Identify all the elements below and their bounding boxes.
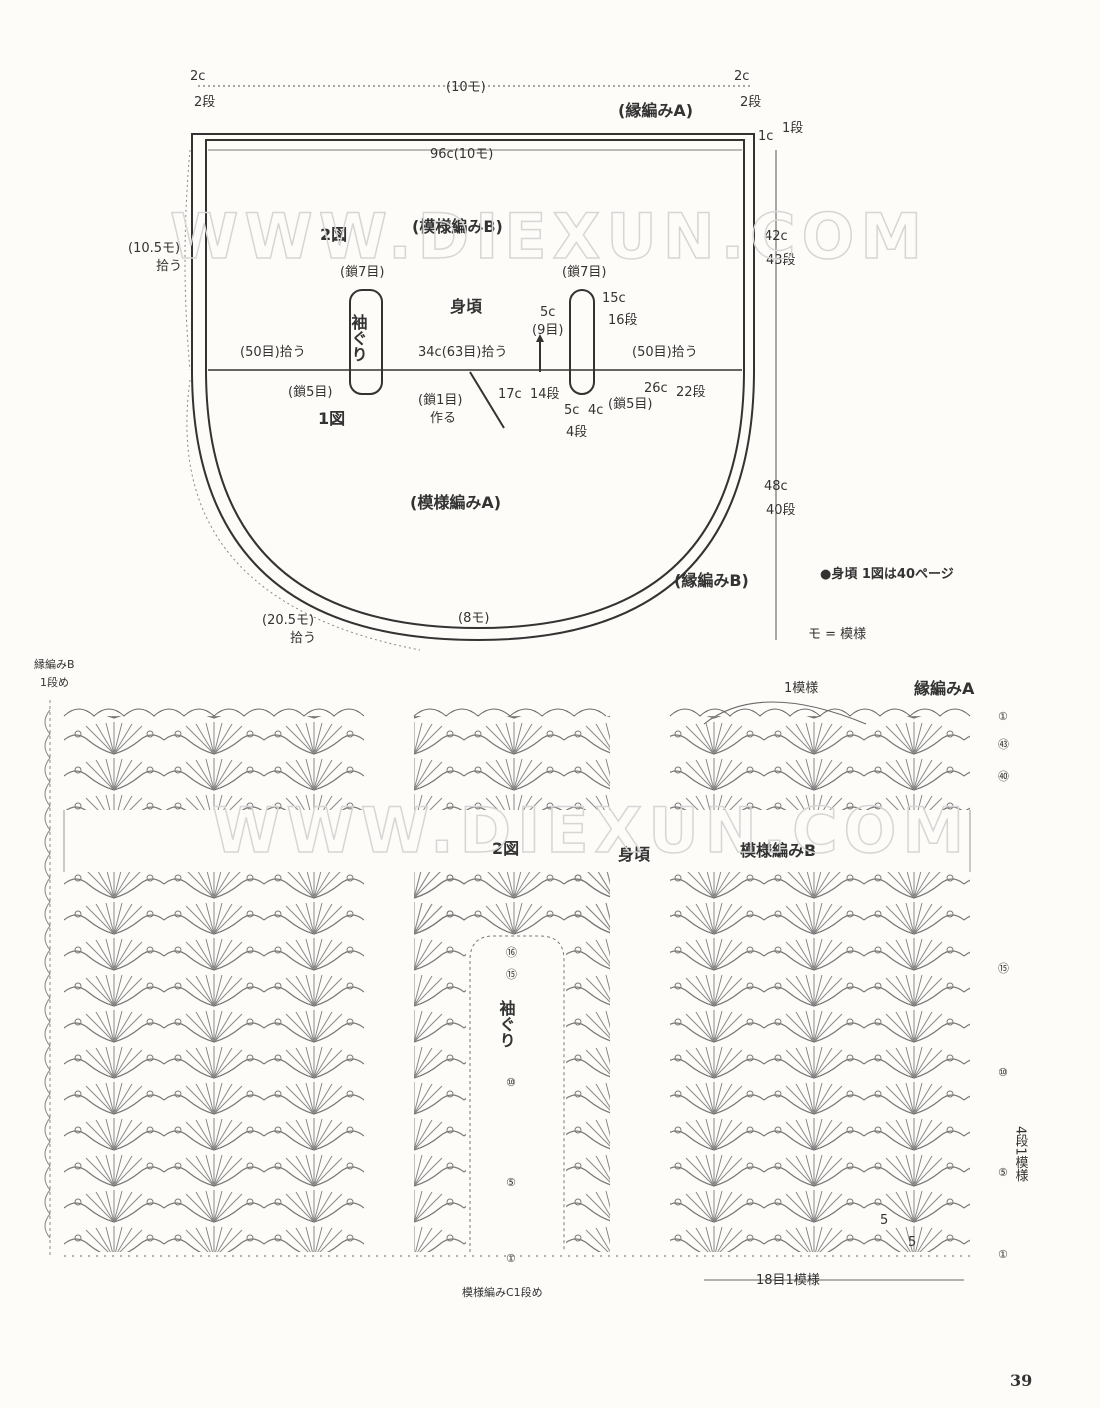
row-marker-1-top: ① bbox=[998, 710, 1008, 723]
dim-5c-b: 5c bbox=[564, 403, 579, 418]
diagram-1-label: 1図 bbox=[318, 409, 345, 428]
left-corner-label: 2c bbox=[190, 69, 205, 84]
row-marker-5: ⑤ bbox=[998, 1166, 1008, 1179]
right-side-pick: (50目)拾う bbox=[632, 345, 698, 360]
row-marker-43: ㊸ bbox=[998, 738, 1009, 751]
chart-pattern-b: 模様編みB bbox=[740, 841, 816, 860]
upper-band-center bbox=[414, 716, 610, 810]
body-outline-inner bbox=[205, 139, 745, 630]
dim-16: 16段 bbox=[608, 313, 638, 328]
chart-diagram-2: 2図 bbox=[492, 839, 519, 858]
up-arrow-head bbox=[536, 334, 544, 342]
diagram-2-label: 2図 bbox=[320, 225, 347, 244]
dim-43: 43段 bbox=[766, 253, 796, 268]
chart-armhole-label: 袖ぐり bbox=[497, 999, 516, 1048]
center-pick: 34c(63目)拾う bbox=[418, 345, 507, 360]
watermark-middle: WWW.DIEXUN.COM bbox=[212, 794, 970, 867]
row-marker-15: ⑮ bbox=[998, 962, 1009, 975]
schematic: (10モ) 2c 2段 2c 2段 (縁編みA) 96c(10モ) 1c 1段 … bbox=[128, 69, 954, 651]
body-label: 身頃 bbox=[450, 297, 483, 316]
dim-40: 40段 bbox=[766, 503, 796, 518]
chain5-right: (鎖5目) bbox=[608, 396, 652, 412]
one-repeat-label: 1模様 bbox=[784, 681, 818, 696]
page-number: 39 bbox=[1010, 1371, 1032, 1390]
border-b-chart-label: 縁編みB bbox=[34, 657, 75, 671]
armhole-row-5: ⑤ bbox=[506, 1176, 516, 1189]
border-a-title: 縁編みA bbox=[914, 679, 975, 698]
row-marker-40: ㊵ bbox=[998, 770, 1009, 783]
dim-4c: 4c bbox=[588, 403, 603, 418]
four-rows-repeat: 4段1模様 bbox=[1013, 1126, 1029, 1182]
left-pickup-word: 拾う bbox=[156, 259, 182, 274]
right-corner-rows: 2段 bbox=[740, 95, 761, 110]
make-label: 作る bbox=[430, 411, 456, 426]
armhole-row-16: ⑯ bbox=[506, 946, 517, 959]
armhole-row-10: ⑩ bbox=[506, 1076, 516, 1089]
row-marker-1-bottom: ① bbox=[998, 1248, 1008, 1261]
armhole-row-15: ⑮ bbox=[506, 968, 517, 981]
stitch-chart: 縁編みB 1段め 1模様 縁編みA 2図 身頃 模様編みB 袖ぐり ⑯ ⑮ ⑩ … bbox=[34, 657, 1028, 1299]
eighteen-repeat: 18目1模様 bbox=[756, 1273, 820, 1288]
lower-body-center-right bbox=[566, 872, 610, 1252]
right-armhole bbox=[569, 289, 595, 395]
border-b-label: (縁編みB) bbox=[674, 571, 749, 590]
pattern-b-label: (模様編みB) bbox=[412, 217, 503, 236]
bottom-pickup-label: (20.5モ) bbox=[262, 613, 314, 628]
lower-body-right bbox=[670, 872, 970, 1252]
pattern-c-label: 模様編みC1段め bbox=[462, 1285, 543, 1299]
top-width-label: 96c(10モ) bbox=[430, 147, 493, 162]
note-label: ●身頃 1図は40ページ bbox=[820, 566, 954, 582]
row-marker-10: ⑩ bbox=[998, 1066, 1008, 1079]
left-armhole bbox=[349, 289, 383, 395]
border-a-scallop bbox=[63, 708, 971, 717]
pattern-a-label: (模様編みA) bbox=[410, 493, 501, 512]
dim-48c: 48c bbox=[764, 479, 788, 494]
dim-5c: 5c bbox=[540, 305, 555, 320]
one-repeat-arc bbox=[703, 701, 867, 725]
dim-26c: 26c bbox=[644, 381, 668, 396]
left-pickup-label: (10.5モ) bbox=[128, 241, 180, 256]
upper-band-left bbox=[64, 716, 364, 810]
right-1c-label: 1c bbox=[758, 129, 773, 144]
dim-4: 4段 bbox=[566, 425, 587, 440]
start-arrow bbox=[469, 371, 505, 429]
body-outline-outer bbox=[191, 133, 755, 642]
bottom-pickup-word: 拾う bbox=[290, 631, 316, 646]
legend-label: モ = 模様 bbox=[808, 627, 866, 642]
left-corner-rows: 2段 bbox=[194, 95, 215, 110]
left-pickup-arc bbox=[184, 149, 191, 371]
right-1row-label: 1段 bbox=[782, 121, 803, 136]
dim-15c: 15c bbox=[602, 291, 626, 306]
dim-17c: 17c bbox=[498, 387, 522, 402]
dim-22: 22段 bbox=[676, 385, 706, 400]
dim-9: (9目) bbox=[532, 323, 563, 338]
lower-body-left bbox=[64, 872, 364, 1252]
armhole-label: 袖ぐり bbox=[349, 313, 368, 362]
width-stitches-label: (10モ) bbox=[446, 80, 486, 95]
dim-42c: 42c bbox=[764, 229, 788, 244]
num-5-a: 5 bbox=[880, 1213, 888, 1228]
border-b-scallops bbox=[44, 709, 51, 1239]
border-a-label: (縁編みA) bbox=[618, 101, 693, 120]
chain7-left: (鎖7目) bbox=[340, 264, 384, 280]
chain1-label: (鎖1目) bbox=[418, 392, 462, 408]
num-5-b: 5 bbox=[908, 1235, 916, 1250]
chain7-right: (鎖7目) bbox=[562, 264, 606, 280]
dim-14: 14段 bbox=[530, 387, 560, 402]
upper-band-right bbox=[670, 716, 970, 810]
bottom-8-label: (8モ) bbox=[458, 611, 489, 626]
border-b-chart-row: 1段め bbox=[40, 675, 69, 689]
chart-body-label: 身頃 bbox=[618, 845, 651, 864]
armhole-row-1: ① bbox=[506, 1252, 516, 1265]
chain5-left: (鎖5目) bbox=[288, 384, 332, 400]
bottom-pickup-arc bbox=[186, 379, 421, 651]
left-side-pick: (50目)拾う bbox=[240, 345, 306, 360]
armhole-opening bbox=[469, 935, 565, 1252]
right-corner-label: 2c bbox=[734, 69, 749, 84]
watermark-top: WWW.DIEXUN.COM bbox=[170, 200, 928, 273]
